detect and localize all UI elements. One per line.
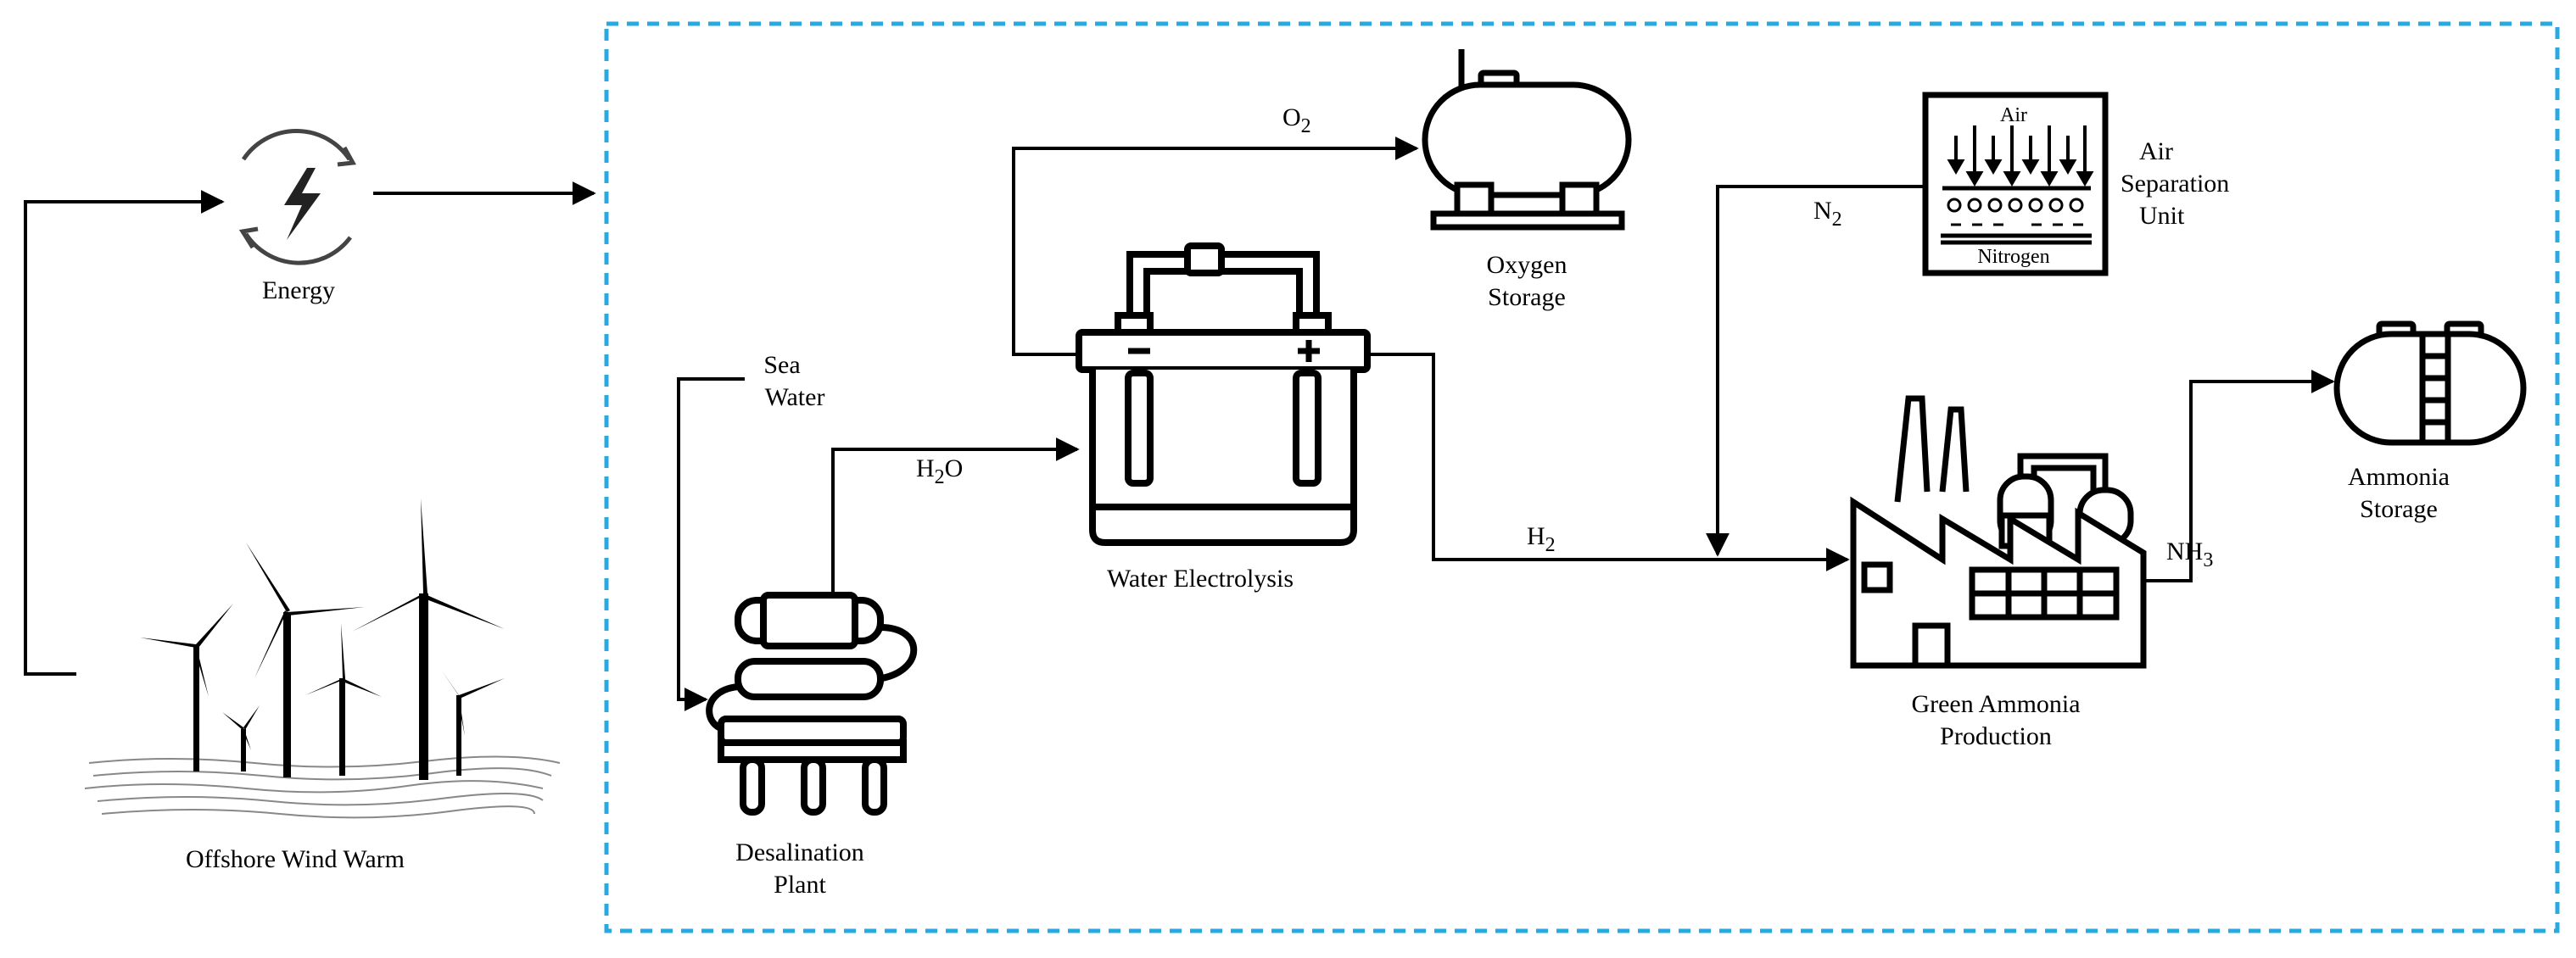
nh3-flow-label: NH3 <box>2166 537 2213 571</box>
electrolysis-icon <box>1076 242 1371 546</box>
electrolysis-label: Water Electrolysis <box>1107 565 1294 593</box>
n2-flow-label: N2 <box>1813 197 1842 231</box>
electrolysis-terminals <box>1128 340 1320 362</box>
o2-flow-label: O2 <box>1282 103 1311 137</box>
seawater-line <box>677 377 745 711</box>
energy-label: Energy <box>262 276 335 304</box>
wind-to-energy-line <box>24 190 225 676</box>
ammonia-production-label-line2: Production <box>1940 722 2052 750</box>
oxygen-tank-icon <box>1422 49 1632 231</box>
h2o-sub: 2 <box>935 466 945 488</box>
asu-label-line2: Separation <box>2121 170 2229 198</box>
h2-sub: 2 <box>1545 534 1556 556</box>
asu-icon: Air Nitrogen <box>1922 92 2109 276</box>
wind-farm-illustration <box>84 498 561 819</box>
asu-label-line3: Unit <box>2139 202 2185 230</box>
o2-base: O <box>1282 103 1301 131</box>
asu-icon-nitrogen-label: Nitrogen <box>1977 246 2049 268</box>
asu-icon-air-label: Air <box>2000 104 2027 126</box>
n2-base: N <box>1813 197 1832 225</box>
offshore-wind-label: Offshore Wind Warm <box>186 845 405 873</box>
sea-label: Sea <box>763 351 800 379</box>
nh3-sub: 3 <box>2203 549 2213 571</box>
system-boundary <box>604 21 2560 933</box>
ammonia-storage-label-line2: Storage <box>2360 495 2438 523</box>
asu-label-line1: Air <box>2139 137 2173 165</box>
desalination-icon <box>706 592 918 816</box>
h2-base: H <box>1527 522 1545 550</box>
h2-flow-label: H2 <box>1527 522 1556 556</box>
ammonia-storage-label-line1: Ammonia <box>2348 463 2450 491</box>
h2o-flow-label: H2O <box>916 454 963 488</box>
o2-sub: 2 <box>1301 115 1311 137</box>
o2-line <box>1012 136 1419 356</box>
ammonia-production-label-line1: Green Ammonia <box>1911 690 2080 718</box>
h2-line <box>1367 353 1850 571</box>
h2o-tail: O <box>945 454 964 482</box>
desalination-label-line2: Plant <box>774 871 826 899</box>
n2-line <box>1706 185 1925 557</box>
desalination-label-line1: Desalination <box>735 838 864 866</box>
ammonia-factory-icon <box>1850 395 2147 669</box>
water-label: Water <box>765 383 825 411</box>
nh3-line <box>2143 370 2335 582</box>
energy-icon <box>238 129 357 265</box>
nh3-base: NH <box>2166 537 2203 565</box>
oxygen-storage-label-line1: Oxygen <box>1487 251 1567 279</box>
h2o-base: H <box>916 454 935 482</box>
n2-sub: 2 <box>1832 209 1842 231</box>
oxygen-storage-label-line2: Storage <box>1488 283 1566 311</box>
h2o-line <box>831 437 1080 593</box>
ammonia-storage-icon <box>2333 320 2527 446</box>
